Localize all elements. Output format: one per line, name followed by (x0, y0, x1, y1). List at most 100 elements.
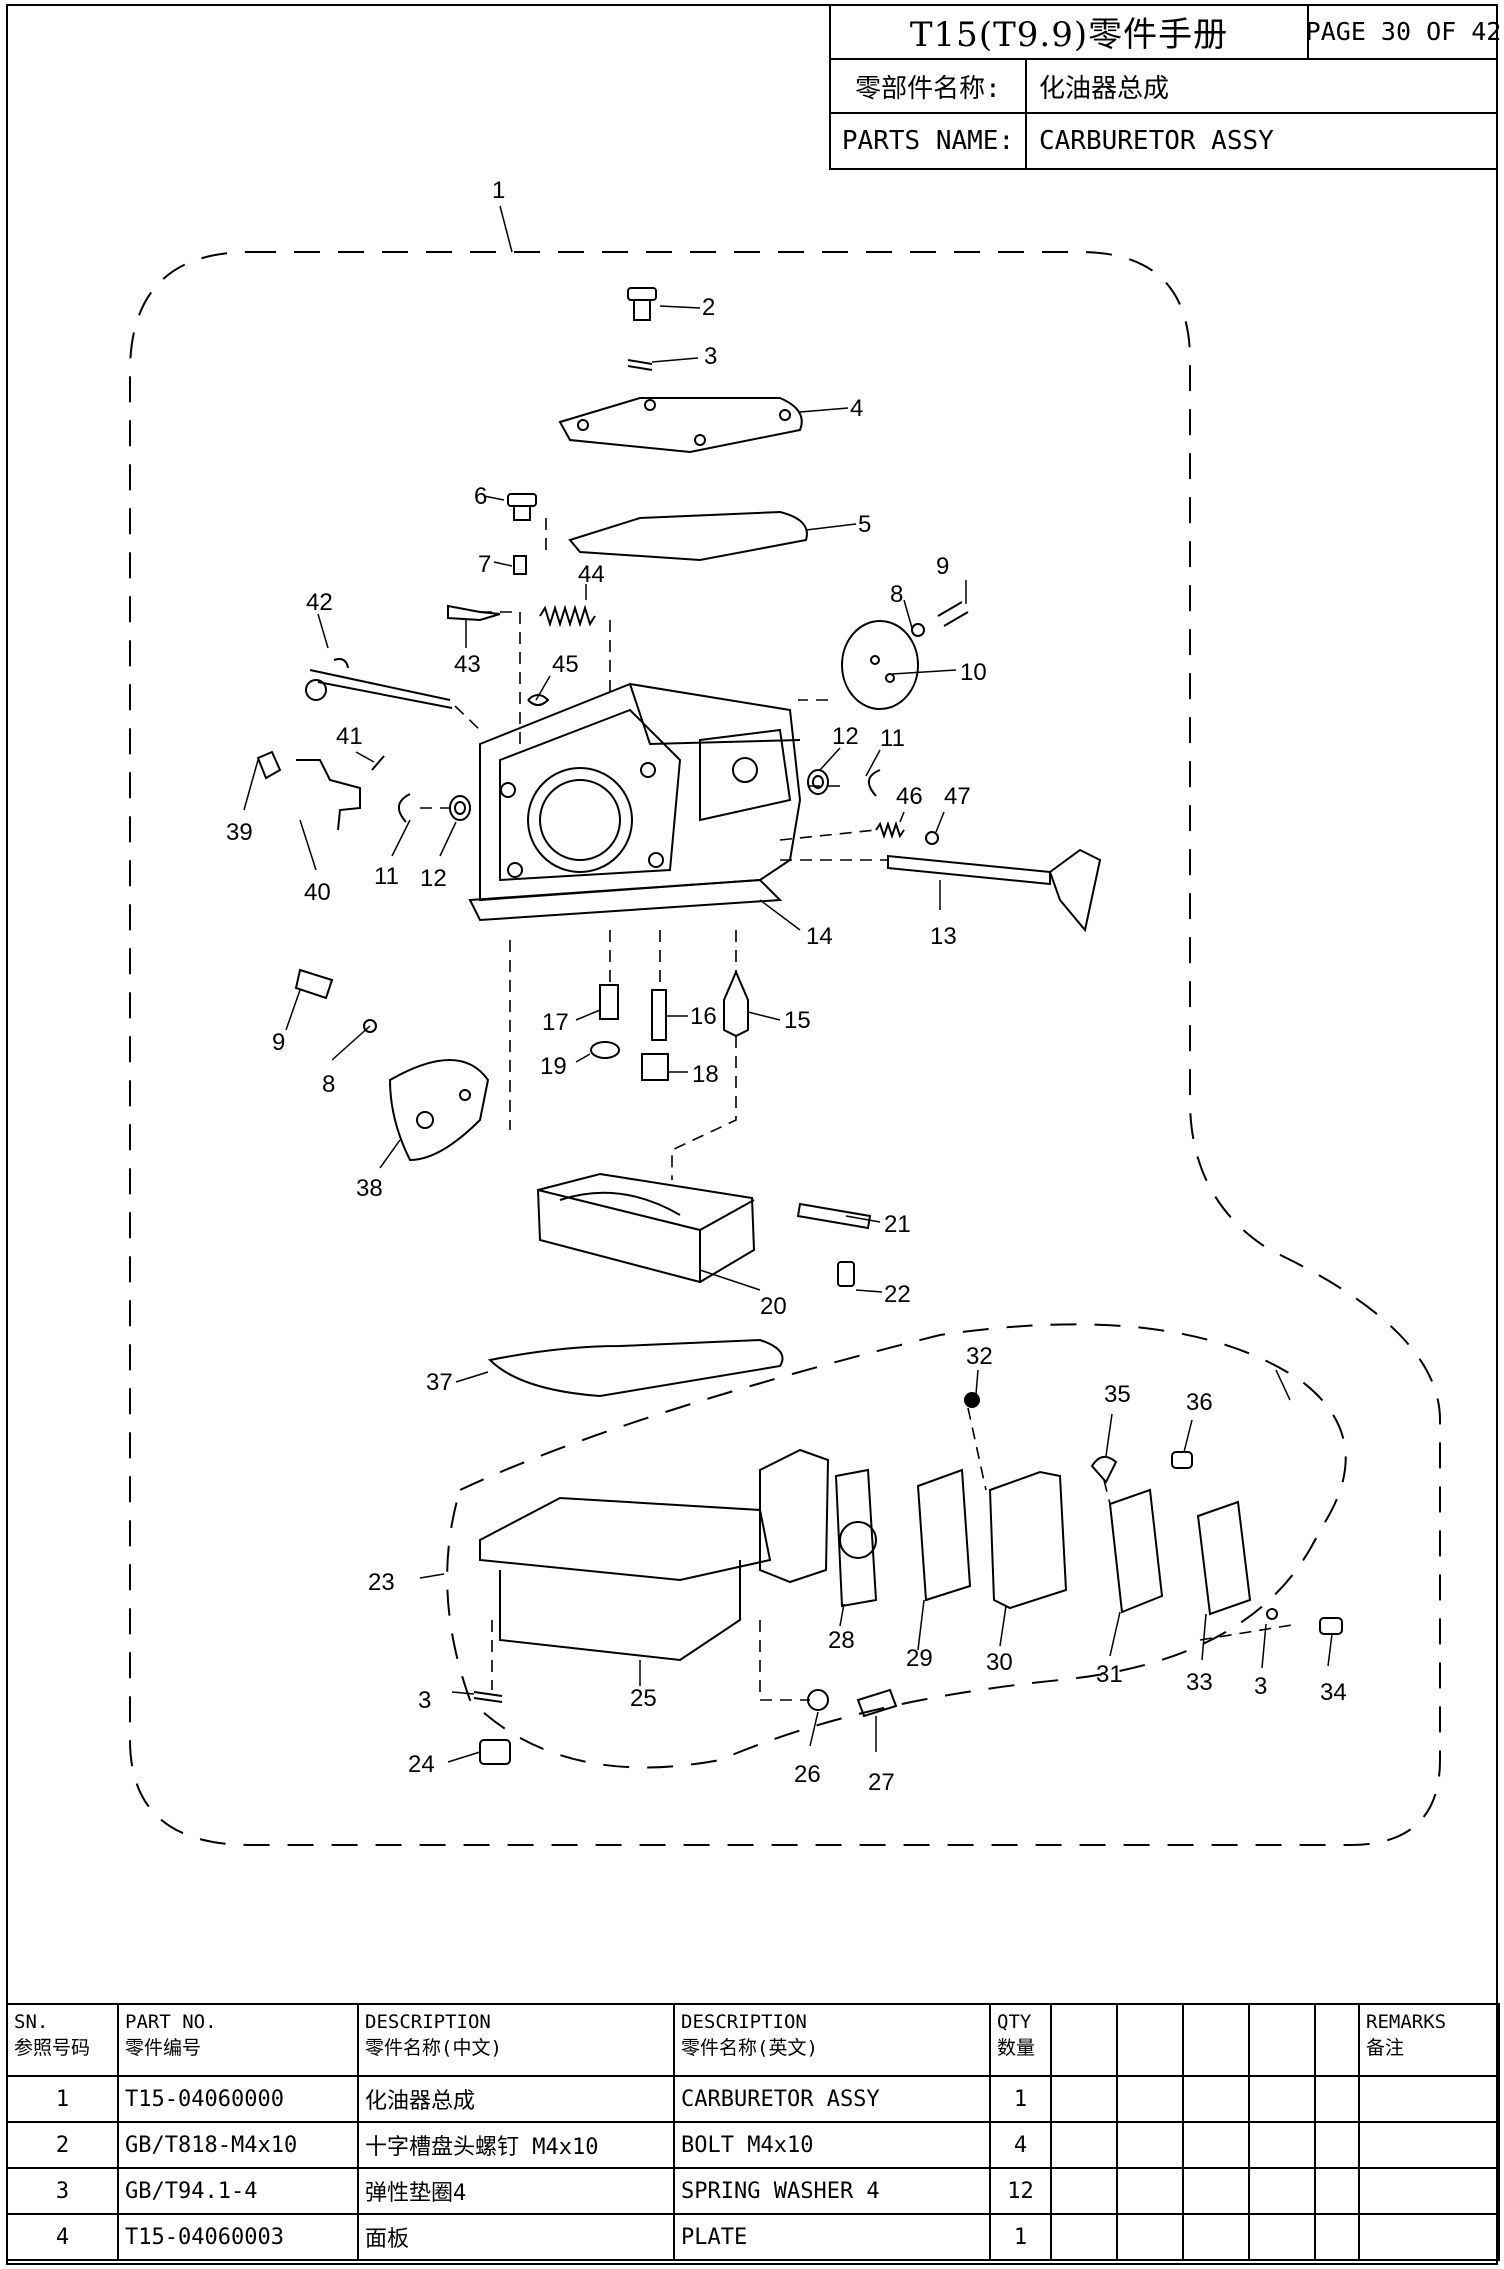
part-5-gasket (568, 510, 808, 562)
callout-40: 40 (304, 879, 331, 906)
callout-27: 27 (868, 1769, 895, 1796)
callout-21: 21 (884, 1211, 911, 1238)
callout-9: 9 (936, 553, 949, 580)
cell-desc-en: SPRING WASHER 4 (673, 2167, 991, 2215)
part-4-plate (558, 397, 803, 454)
callout-10: 10 (960, 659, 987, 686)
callout-47: 47 (944, 783, 971, 810)
table-row: 1 T15-04060000 化油器总成 CARBURETOR ASSY 1 (6, 2075, 1500, 2123)
part-43-needle (447, 604, 501, 622)
callout-19: 19 (540, 1053, 567, 1080)
callout-2: 2 (702, 294, 715, 321)
part-15-needle-valve (723, 969, 749, 1038)
cell-desc-en: CARBURETOR ASSY (673, 2075, 991, 2123)
callout-45: 45 (552, 651, 579, 678)
header-sn: SN.参照号码 (6, 2003, 119, 2077)
float-bowl-boundary (446, 1323, 1347, 1769)
cell-desc-cn: 面板 (357, 2213, 675, 2261)
callout-41: 41 (336, 723, 363, 750)
callout-26: 26 (794, 1761, 821, 1788)
callout-8: 8 (890, 581, 903, 608)
callout-8b: 8 (322, 1071, 335, 1098)
callout-33: 33 (1186, 1669, 1213, 1696)
part-2-screw (627, 287, 657, 321)
callout-11b: 11 (374, 863, 399, 890)
callout-12: 12 (832, 723, 859, 750)
callout-28: 28 (828, 1627, 855, 1654)
callout-4: 4 (850, 395, 863, 422)
part-25-float-bowl (479, 1496, 772, 1662)
part-20-float (536, 1172, 756, 1284)
callout-32: 32 (966, 1343, 993, 1370)
callout-17: 17 (542, 1009, 569, 1036)
callout-20: 20 (760, 1293, 787, 1320)
parts-name-cn-row: 零部件名称: 化油器总成 (831, 60, 1498, 114)
callout-3: 3 (704, 343, 717, 370)
callout-14: 14 (806, 923, 833, 950)
cell-qty: 1 (989, 2213, 1052, 2261)
callout-31: 31 (1096, 1661, 1123, 1688)
part-44-spring (539, 604, 596, 628)
callout-25: 25 (630, 1685, 657, 1712)
parts-name-label-en: PARTS NAME: (831, 114, 1027, 168)
header-blank-5 (1314, 2003, 1360, 2077)
part-13-shaft (887, 854, 1051, 886)
page-number: PAGE 30 OF 42 (1306, 4, 1501, 58)
callout-22: 22 (884, 1281, 911, 1308)
callout-30: 30 (986, 1649, 1013, 1676)
callout-15: 15 (784, 1007, 811, 1034)
callout-29: 29 (906, 1645, 933, 1672)
callout-42: 42 (306, 589, 333, 616)
header-blank-2 (1116, 2003, 1184, 2077)
exploded-diagram: 1 2 3 4 5 6 7 8 9 10 11 12 13 14 15 16 1… (129, 177, 1441, 1846)
callout-37: 37 (426, 1369, 453, 1396)
cell-desc-en: BOLT M4x10 (673, 2121, 991, 2169)
part-40-lever (296, 759, 361, 831)
parts-name-value-cn: 化油器总成 (1039, 73, 1170, 104)
cell-part-no: T15-04060000 (117, 2075, 359, 2123)
header-part-no: PART NO.零件编号 (117, 2003, 359, 2077)
parts-name-value-en: CARBURETOR ASSY (1039, 126, 1274, 156)
callout-9b: 9 (272, 1029, 285, 1056)
callout-16: 16 (690, 1003, 717, 1030)
callout-3c: 3 (418, 1687, 431, 1714)
callout-5: 5 (858, 511, 871, 538)
title-block: T15(T9.9)零件手册 PAGE 30 OF 42 零部件名称: 化油器总成… (829, 4, 1501, 170)
part-14-carb-body (468, 682, 802, 922)
callout-46: 46 (896, 783, 923, 810)
cell-qty: 4 (989, 2121, 1052, 2169)
part-38-plate (388, 1059, 490, 1162)
parts-name-en-row: PARTS NAME: CARBURETOR ASSY (831, 114, 1498, 168)
header-blank-3 (1182, 2003, 1250, 2077)
cell-part-no: T15-04060003 (117, 2213, 359, 2261)
callout-3b: 3 (1254, 1673, 1267, 1700)
title-row: T15(T9.9)零件手册 PAGE 30 OF 42 (831, 4, 1501, 60)
callout-36: 36 (1186, 1389, 1213, 1416)
cell-sn: 3 (6, 2167, 119, 2215)
callout-34: 34 (1320, 1679, 1347, 1706)
callout-12b: 12 (420, 865, 447, 892)
cell-desc-cn: 十字槽盘头螺钉 M4x10 (357, 2121, 675, 2169)
cell-part-no: GB/T818-M4x10 (117, 2121, 359, 2169)
callout-43: 43 (454, 651, 481, 678)
cell-qty: 1 (989, 2075, 1052, 2123)
parts-name-label-cn: 零部件名称: (831, 60, 1027, 112)
cell-sn: 2 (6, 2121, 119, 2169)
cell-qty: 12 (989, 2167, 1052, 2215)
table-row: 4 T15-04060003 面板 PLATE 1 (6, 2213, 1500, 2261)
cell-part-no: GB/T94.1-4 (117, 2167, 359, 2215)
page-frame (6, 4, 1498, 2265)
header-blank-4 (1248, 2003, 1316, 2077)
callout-18: 18 (692, 1061, 719, 1088)
callout-7: 7 (478, 551, 491, 578)
callout-44: 44 (578, 561, 605, 588)
callout-23: 23 (368, 1569, 395, 1596)
cell-desc-en: PLATE (673, 2213, 991, 2261)
part-3-spring (627, 359, 653, 371)
callout-11: 11 (880, 725, 905, 752)
header-blank-1 (1050, 2003, 1118, 2077)
cell-desc-cn: 化油器总成 (357, 2075, 675, 2123)
